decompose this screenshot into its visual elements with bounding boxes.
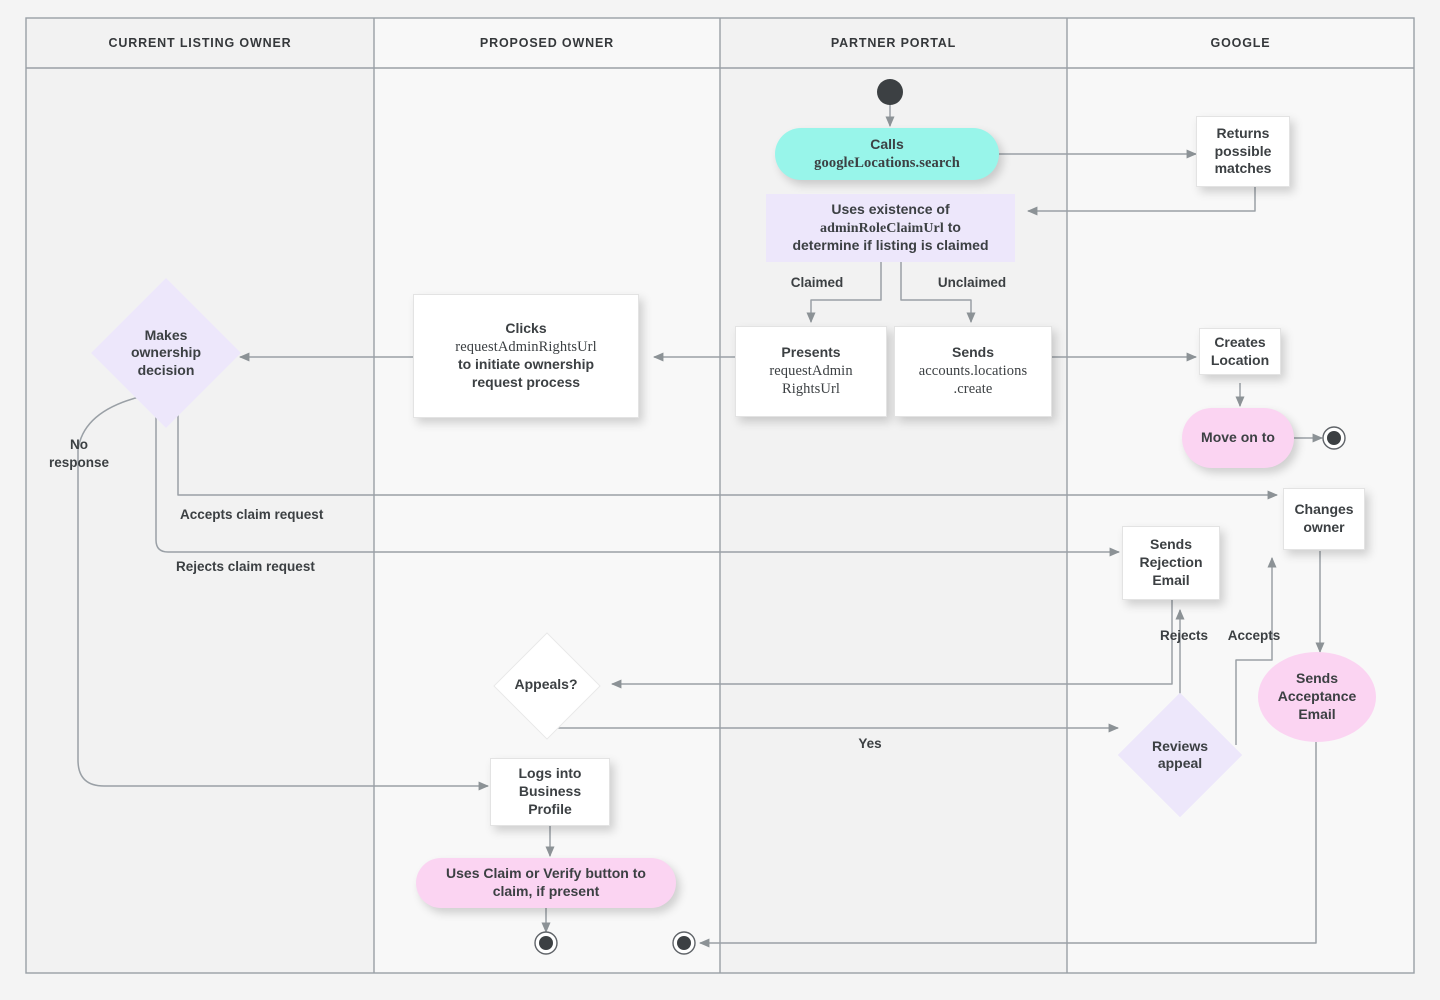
edge-label-unclaimed: Unclaimed (937, 275, 1007, 290)
node-line-3: to initiate ownership (457, 356, 595, 373)
edge-accepts-claim (177, 400, 1279, 500)
node-reviews-appeal[interactable]: Reviews appeal (1117, 692, 1243, 818)
node-move-on-to[interactable]: Move on to (1182, 408, 1294, 468)
node-line-1: Presents (781, 344, 841, 360)
node-line-2: possible (1214, 142, 1272, 159)
diamond-label: Makes ownership decision (113, 327, 219, 380)
node-line-3: Profile (528, 800, 572, 817)
edge-uses-unclaimed (900, 262, 976, 324)
lane-header-proposed-owner: PROPOSED OWNER (374, 18, 720, 68)
node-line-1: Sends (951, 344, 994, 360)
node-line-2-code: adminRoleClaimUrl (820, 220, 944, 236)
node-line-1: Sends (1149, 536, 1192, 553)
node-line-1: Uses Claim or Verify button to (446, 865, 646, 882)
lane-label: GOOGLE (1210, 36, 1271, 50)
connectors (77, 104, 1325, 948)
terminal-nodes (534, 79, 1346, 955)
edge-returns-to-uses (1026, 187, 1256, 216)
node-line-2: Acceptance (1277, 688, 1357, 705)
node-makes-ownership-decision[interactable]: Makes ownership decision (91, 278, 241, 428)
node-sends-accounts-locations-create[interactable]: Sends accounts.locations .create (894, 326, 1052, 417)
node-line-1: Appeals? (514, 676, 578, 693)
node-sends-rejection-email[interactable]: Sends Rejection Email (1122, 526, 1220, 600)
edge-label-no-response: No response (48, 437, 110, 470)
node-line-3: matches (1214, 160, 1272, 177)
lane-label: PARTNER PORTAL (830, 36, 957, 50)
node-line-1: Logs into (518, 765, 582, 782)
node-uses-claim-or-verify-button[interactable]: Uses Claim or Verify button to claim, if… (416, 858, 676, 908)
edge-reviews-accepts (1235, 556, 1277, 745)
lane-header-google: GOOGLE (1067, 18, 1414, 68)
node-line-3: Email (1298, 705, 1336, 722)
end-node-google (1322, 426, 1346, 450)
node-line-3: determine if listing is claimed (792, 237, 989, 254)
node-line-2: requestAdmin (769, 362, 853, 379)
node-calls-googlelocations-search[interactable]: Calls googleLocations.search (775, 128, 999, 180)
edge-uses-claimed (806, 262, 882, 324)
node-line-1: Calls (870, 135, 904, 152)
node-line-3: decision (137, 361, 195, 378)
edge-label-rejects: Rejects (1159, 628, 1209, 643)
edge-rejection-to-appeals (610, 600, 1173, 689)
lane-label: CURRENT LISTING OWNER (108, 36, 292, 50)
node-line-2: Business (518, 783, 582, 800)
node-line-3: Email (1152, 571, 1190, 588)
start-node (877, 79, 903, 105)
node-line-3: RightsUrl (781, 381, 841, 398)
node-line-2: ownership (130, 344, 201, 361)
node-line-4: request process (471, 374, 581, 391)
node-line-1: Uses existence of (831, 200, 950, 217)
end-node-partner (672, 931, 696, 955)
node-uses-existence-adminroleclaimurl[interactable]: Uses existence of adminRoleClaimUrl to d… (766, 194, 1015, 262)
edge-label-accepts: Accepts (1227, 628, 1281, 643)
node-line-2: requestAdminRightsUrl (455, 338, 597, 355)
node-line-1: Reviews (1151, 737, 1209, 754)
lane-header-partner-portal: PARTNER PORTAL (720, 18, 1067, 68)
diamond-label: Reviews appeal (1136, 738, 1224, 773)
edge-no-response (77, 391, 490, 791)
node-returns-possible-matches[interactable]: Returns possible matches (1196, 116, 1290, 187)
edge-rejects-claim (155, 400, 1121, 557)
node-line-2: appeal (1157, 755, 1203, 771)
node-line-2: accounts.locations (918, 362, 1028, 379)
node-logs-into-business-profile[interactable]: Logs into Business Profile (490, 758, 610, 826)
edge-label-rejects-claim-request: Rejects claim request (176, 559, 315, 574)
edge-label-claimed: Claimed (790, 275, 844, 290)
lane-label: PROPOSED OWNER (479, 36, 615, 50)
node-line-1: Sends (1295, 670, 1338, 687)
diamond-label: Appeals? (509, 676, 583, 694)
edge-label-yes: Yes (858, 736, 882, 751)
node-line-1: Returns (1216, 124, 1270, 141)
node-changes-owner[interactable]: Changes owner (1283, 488, 1365, 550)
node-line-3: .create (953, 381, 993, 398)
node-clicks-requestadminrightsurl[interactable]: Clicks requestAdminRightsUrl to initiate… (413, 294, 639, 418)
node-line-1: Move on to (1201, 429, 1275, 446)
end-node-proposed (534, 931, 558, 955)
node-line-2: adminRoleClaimUrl to (820, 219, 961, 238)
node-line-2: Location (1210, 351, 1270, 368)
node-line-1: Creates (1214, 333, 1266, 350)
edge-label-accepts-claim-request: Accepts claim request (180, 507, 324, 522)
node-line-2: claim, if present (492, 883, 600, 899)
node-creates-location[interactable]: Creates Location (1199, 328, 1281, 375)
node-presents-requestadminrightsurl[interactable]: Presents requestAdmin RightsUrl (735, 326, 887, 417)
node-line-1: Changes (1294, 501, 1354, 518)
node-line-2-suffix: to (943, 218, 961, 235)
edge-acceptance-to-end (698, 742, 1317, 948)
node-line-1: Clicks (505, 319, 547, 336)
node-line-2: googleLocations.search (814, 154, 960, 171)
node-line-2: owner (1303, 519, 1345, 535)
lane-header-current-listing-owner: CURRENT LISTING OWNER (26, 18, 374, 68)
node-sends-acceptance-email[interactable]: Sends Acceptance Email (1258, 652, 1376, 742)
node-line-2: Rejection (1139, 554, 1203, 571)
node-appeals-decision[interactable]: Appeals? (493, 632, 601, 740)
node-line-1: Makes (144, 326, 188, 343)
